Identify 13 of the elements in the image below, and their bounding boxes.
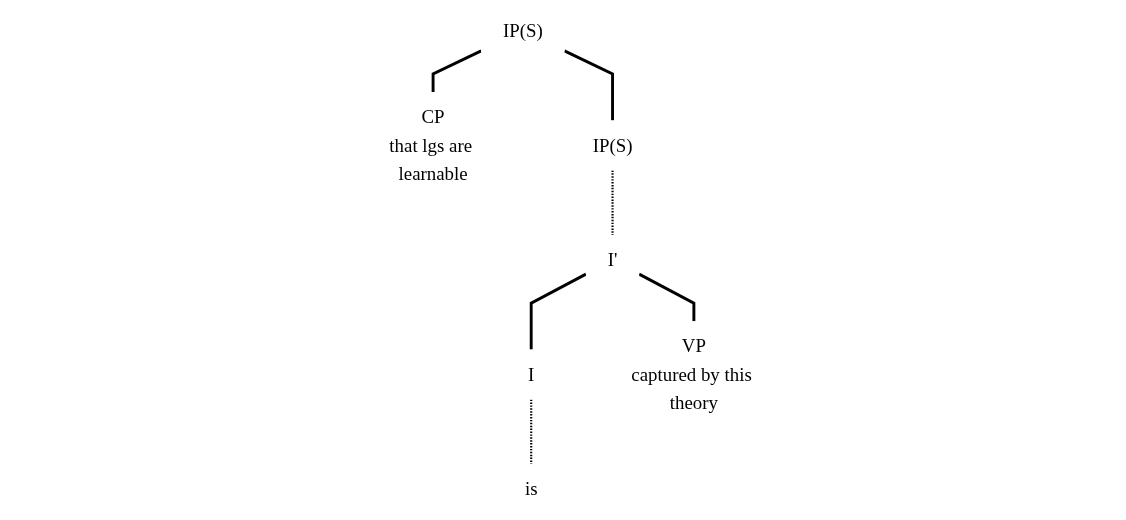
connector: [563, 49, 614, 121]
node-text: I: [527, 364, 534, 386]
connector: [529, 399, 532, 465]
node-text: IP(S): [592, 134, 632, 156]
connector: [637, 272, 695, 322]
node-text: CP that lgs are learnable: [388, 106, 472, 185]
connector: [529, 272, 587, 350]
node-text: is: [524, 478, 537, 500]
node-text: I': [607, 249, 617, 271]
node-text: VP captured by this theory: [630, 335, 752, 414]
connector: [431, 49, 482, 93]
connector: [610, 170, 614, 235]
node-text: IP(S): [502, 20, 543, 42]
